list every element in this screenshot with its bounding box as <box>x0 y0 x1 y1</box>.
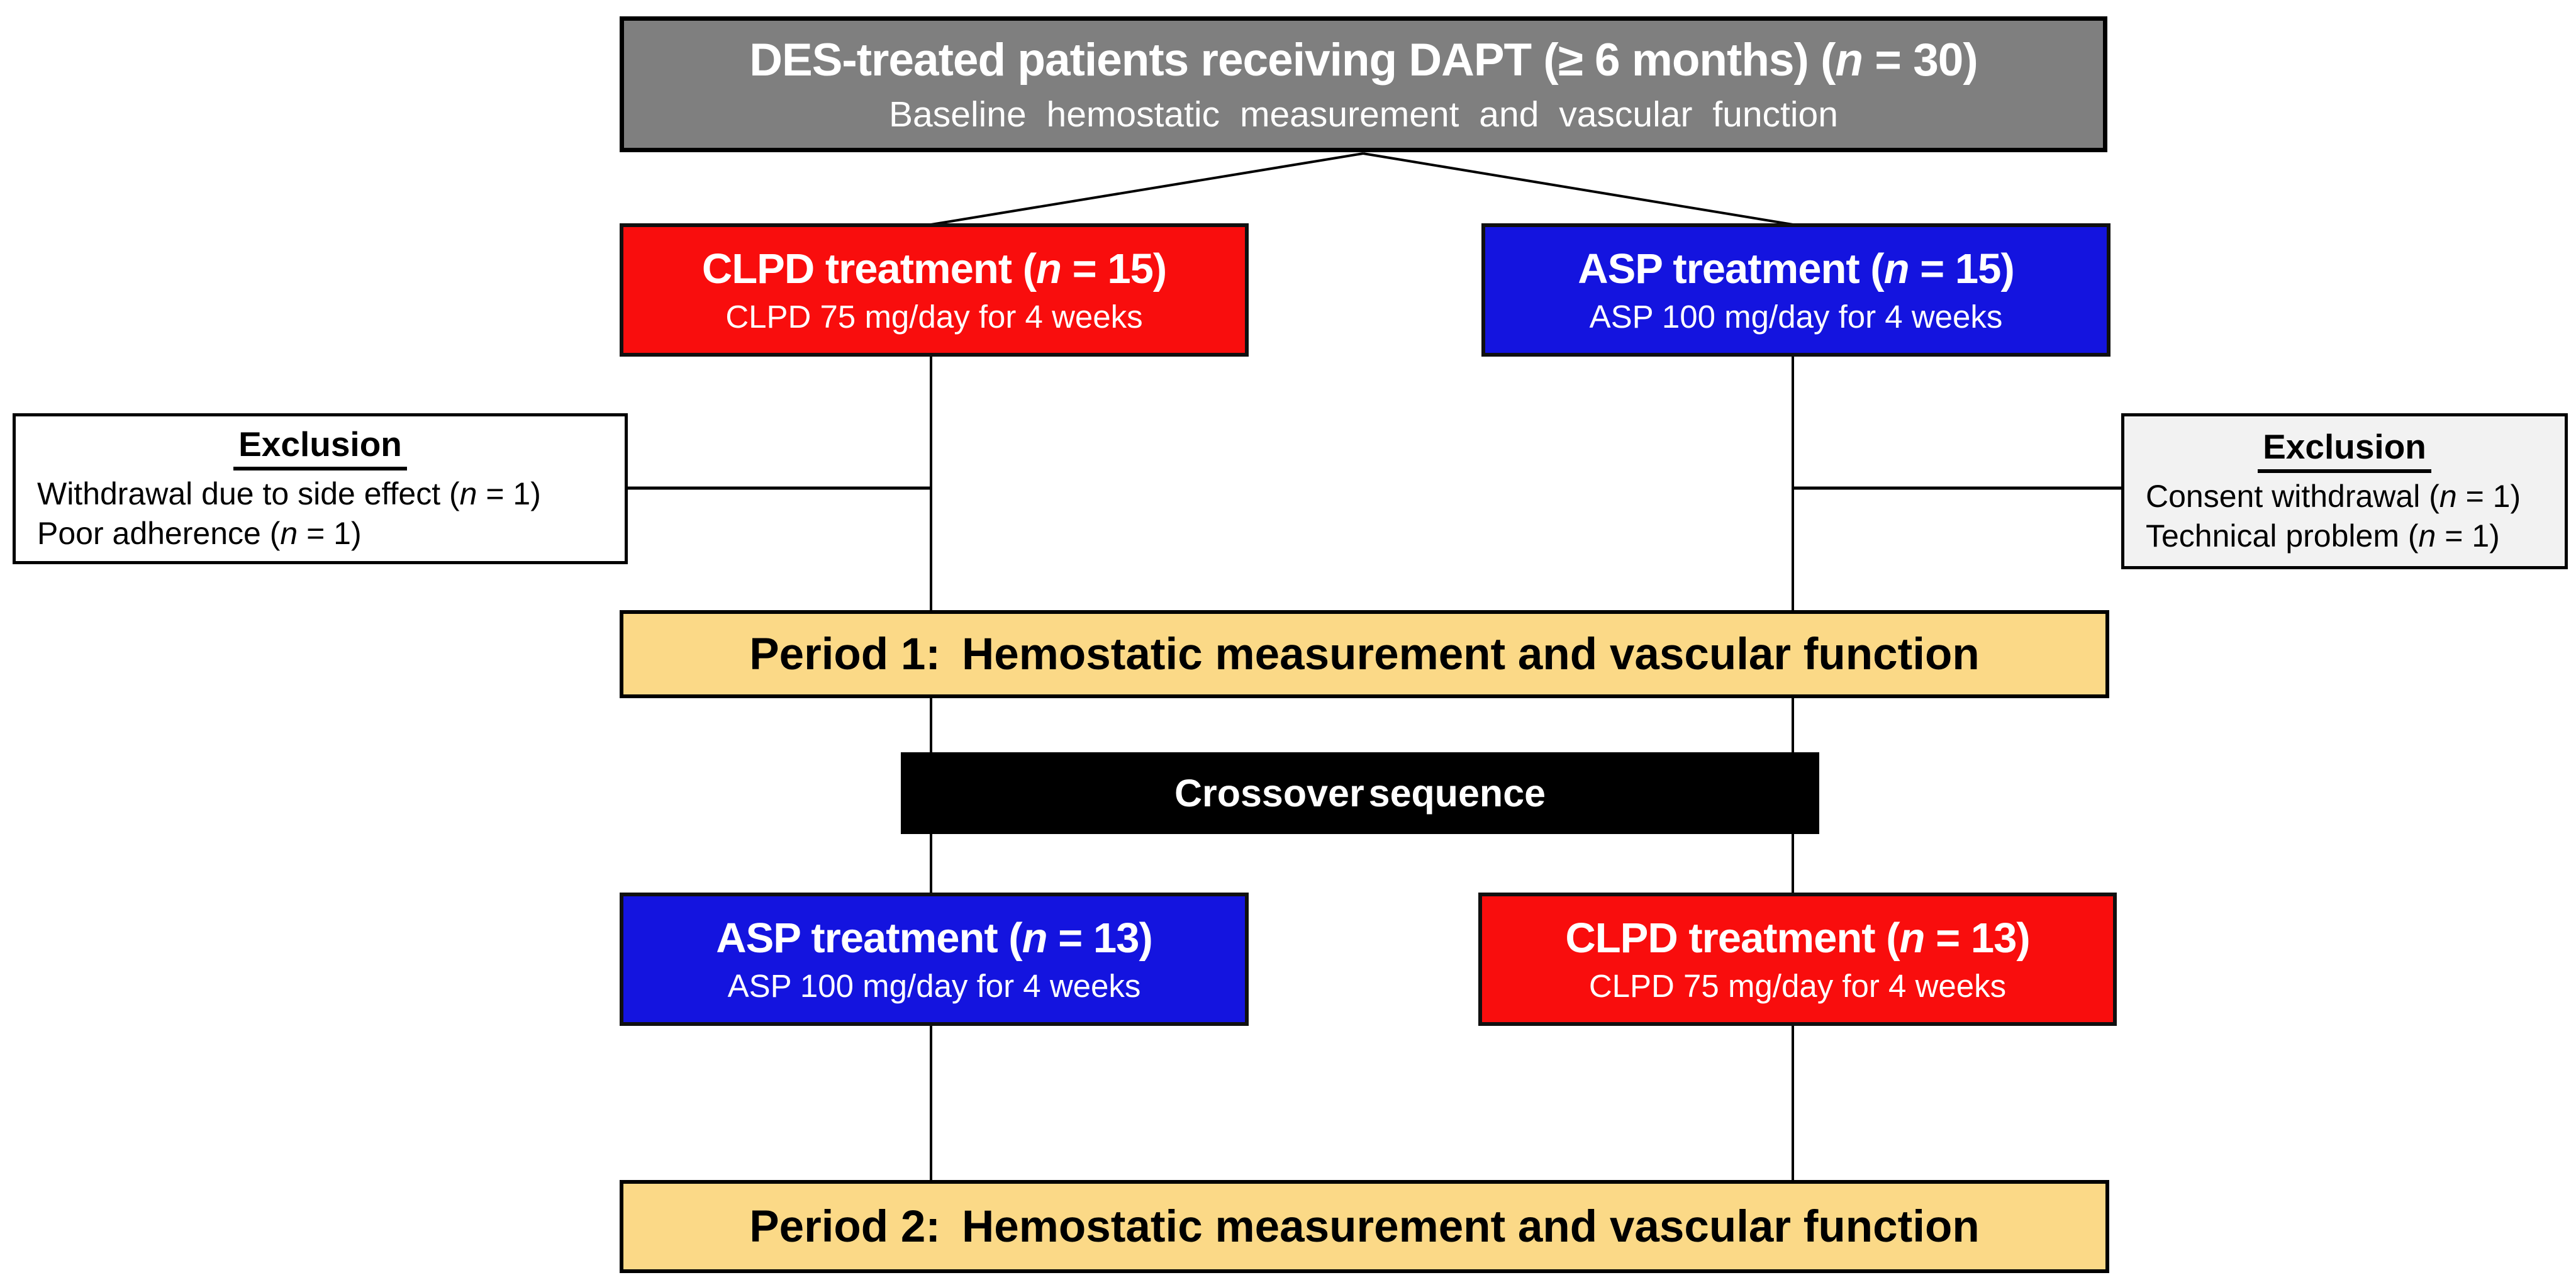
period2-bar: Period 2: Hemostatic measurement and vas… <box>620 1180 2109 1273</box>
period1-label-prefix: Period 1: <box>749 629 941 679</box>
exclusion-left-item-1: Withdrawal due to side effect (n = 1) <box>37 474 603 514</box>
enrollment-title-prefix: DES-treated patients receiving DAPT (≥ 6… <box>749 34 1836 86</box>
exclusion-right-item-1-text: Consent withdrawal ( <box>2146 479 2439 514</box>
clpd-arm-box-period1: CLPD treatment (n = 15) CLPD 75 mg/day f… <box>620 223 1249 357</box>
exclusion-right-item-2-count: = 1) <box>2436 518 2500 554</box>
split-line-left <box>930 152 1364 226</box>
clpd-arm-box-period2: CLPD treatment (n = 13) CLPD 75 mg/day f… <box>1478 893 2117 1026</box>
asp-arm-box-period1: ASP treatment (n = 15) ASP 100 mg/day fo… <box>1481 223 2110 357</box>
exclusion-left-item-1-n: n <box>459 476 477 511</box>
exclusion-right-item-1-n: n <box>2439 479 2457 514</box>
exclusion-right-item-1: Consent withdrawal (n = 1) <box>2146 477 2543 516</box>
exclusion-left-item-2-count: = 1) <box>298 516 362 551</box>
enrollment-subtitle: Baseline hemostatic measurement and vasc… <box>889 94 1838 135</box>
exclusion-right-item-2-n: n <box>2418 518 2436 554</box>
exclusion-left-item-2-text: Poor adherence ( <box>37 516 281 551</box>
asp-arm-period1-title-n: n <box>1883 245 1910 292</box>
exclusion-right-item-2: Technical problem (n = 1) <box>2146 516 2543 556</box>
exclusion-box-left: Exclusion Withdrawal due to side effect … <box>13 413 628 564</box>
period2-label-text: Hemostatic measurement and vascular func… <box>962 1201 1980 1252</box>
split-line-right <box>1363 152 1793 226</box>
clpd-arm-period2-title: CLPD treatment (n = 13) <box>1565 914 2031 962</box>
exclusion-left-item-1-text: Withdrawal due to side effect ( <box>37 476 460 511</box>
clpd-arm-period2-title-prefix: CLPD treatment ( <box>1565 915 1900 962</box>
clpd-arm-period1-title-n: n <box>1036 245 1062 292</box>
crossover-label: Crossover sequence <box>1174 772 1546 815</box>
enrollment-title-suffix: = 30) <box>1863 34 1978 86</box>
clpd-arm-period1-subtitle: CLPD 75 mg/day for 4 weeks <box>725 299 1143 335</box>
asp-arm-period1-title-suffix: = 15) <box>1909 245 2015 292</box>
clpd-arm-period2-subtitle: CLPD 75 mg/day for 4 weeks <box>1588 968 2007 1004</box>
clpd-arm-period1-title-suffix: = 15) <box>1061 245 1168 292</box>
exclusion-right-title: Exclusion <box>2258 426 2431 473</box>
asp-arm-box-period2: ASP treatment (n = 13) ASP 100 mg/day fo… <box>620 893 1249 1026</box>
exclusion-left-item-2-n: n <box>280 516 298 551</box>
enrollment-box: DES-treated patients receiving DAPT (≥ 6… <box>620 16 2107 152</box>
exclusion-left-item-2: Poor adherence (n = 1) <box>37 514 603 554</box>
clpd-arm-period1-title: CLPD treatment (n = 15) <box>701 245 1168 293</box>
exclusion-left-item-1-count: = 1) <box>477 476 541 511</box>
asp-arm-period2-title-n: n <box>1022 915 1048 962</box>
exclusion-right-item-1-count: = 1) <box>2456 479 2521 514</box>
clpd-arm-period1-title-prefix: CLPD treatment ( <box>701 245 1037 292</box>
asp-arm-period2-title: ASP treatment (n = 13) <box>716 914 1153 962</box>
asp-arm-period2-title-prefix: ASP treatment ( <box>716 915 1022 962</box>
asp-arm-period1-title-prefix: ASP treatment ( <box>1578 245 1884 292</box>
asp-arm-period2-subtitle: ASP 100 mg/day for 4 weeks <box>727 968 1141 1004</box>
period2-label-prefix: Period 2: <box>749 1201 941 1252</box>
asp-arm-period1-subtitle: ASP 100 mg/day for 4 weeks <box>1589 299 2003 335</box>
enrollment-title-n: n <box>1835 34 1863 86</box>
asp-arm-period1-title: ASP treatment (n = 15) <box>1578 245 2015 293</box>
clpd-arm-period2-title-n: n <box>1899 915 1926 962</box>
clpd-arm-period2-title-suffix: = 13) <box>1924 915 2031 962</box>
crossover-bar: Crossover sequence <box>901 752 1819 834</box>
period1-bar: Period 1: Hemostatic measurement and vas… <box>620 610 2109 698</box>
period1-label-text: Hemostatic measurement and vascular func… <box>962 629 1980 679</box>
enrollment-title: DES-treated patients receiving DAPT (≥ 6… <box>749 34 1978 86</box>
exclusion-box-right: Exclusion Consent withdrawal (n = 1) Tec… <box>2121 413 2568 569</box>
asp-arm-period2-title-suffix: = 13) <box>1047 915 1153 962</box>
exclusion-right-item-2-text: Technical problem ( <box>2146 518 2419 554</box>
exclusion-left-title: Exclusion <box>233 424 407 470</box>
